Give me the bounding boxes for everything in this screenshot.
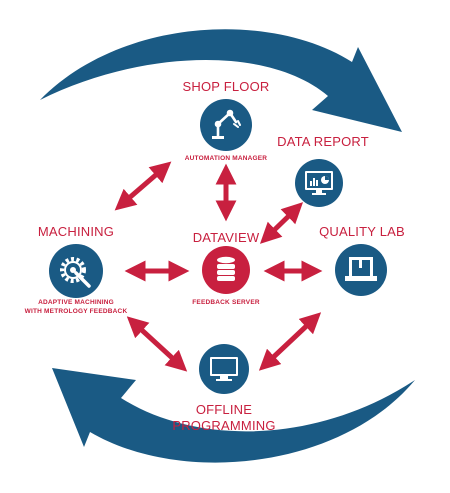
quality-lab-node (335, 244, 387, 296)
offline-title-line2: PROGRAMMING (172, 418, 276, 433)
offline-title-line1: OFFLINE (195, 402, 253, 417)
data-report-node (295, 159, 343, 207)
arrow-machining-offline (126, 316, 188, 372)
gear-wrench-icon (60, 257, 91, 288)
chart-monitor-icon (305, 171, 333, 195)
data-report-title: DATA REPORT (277, 134, 369, 149)
monitor-icon (210, 357, 238, 381)
top-cycle-arrow (40, 29, 402, 132)
cmm-machine-icon (345, 257, 377, 281)
arrow-shop-machining (114, 161, 172, 211)
dataview-title: DATAVIEW (192, 230, 260, 245)
machining-node (49, 244, 103, 298)
machining-subtitle-line1: ADAPTIVE MACHINING (38, 299, 114, 306)
robot-arm-icon (212, 109, 241, 139)
dataview-node (202, 246, 250, 294)
bottom-cycle-arrow (52, 368, 415, 463)
dataview-subtitle: FEEDBACK SERVER (192, 299, 260, 306)
shop-floor-node (200, 99, 252, 151)
database-icon (217, 256, 235, 281)
offline-programming-node (199, 344, 249, 394)
arrow-quality-offline (258, 312, 322, 371)
machining-title: MACHINING (37, 224, 115, 239)
arrow-report-dataview (259, 202, 304, 244)
shop-floor-title: SHOP FLOOR (182, 79, 270, 94)
quality-lab-title: QUALITY LAB (319, 224, 405, 239)
machining-subtitle-line2: WITH METROLOGY FEEDBACK (24, 308, 128, 315)
shop-floor-subtitle: AUTOMATION MANAGER (184, 155, 268, 162)
